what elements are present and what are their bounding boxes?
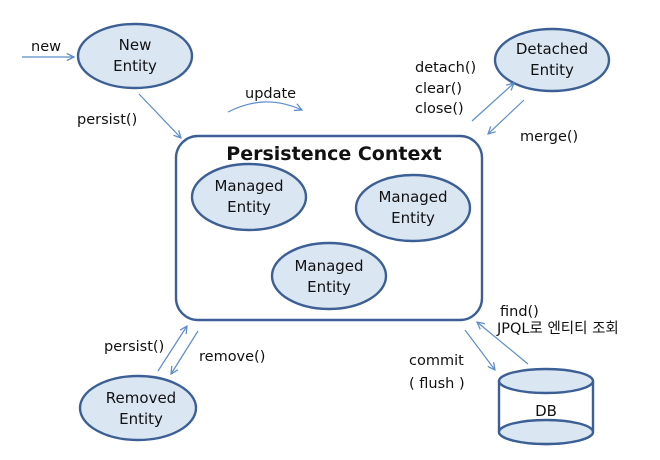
new-entity-label-line1: New: [119, 36, 152, 54]
db-cylinder: DB: [497, 367, 595, 446]
arrow-commit: [464, 329, 495, 370]
detached-entity-label-line1: Detached: [516, 40, 588, 58]
arrow-find: [477, 322, 529, 365]
label-persist-new: persist(): [77, 112, 137, 128]
managed-entity-1-label-line2: Entity: [227, 198, 271, 216]
label-persist-removed: persist(): [104, 339, 164, 355]
removed-entity-label-line2: Entity: [119, 410, 163, 428]
persistence-context-title: Persistence Context: [226, 143, 441, 165]
label-find: find(): [500, 304, 539, 320]
managed-entity-node-2: Managed Entity: [354, 173, 472, 243]
managed-entity-3-label-line2: Entity: [307, 278, 351, 296]
managed-entity-2-label-line1: Managed: [378, 188, 447, 206]
arrow-merge: [488, 99, 525, 134]
label-new: new: [31, 39, 61, 55]
label-clear: clear(): [415, 81, 462, 97]
removed-entity-label-line1: Removed: [106, 389, 176, 407]
label-jpql-query: JPQL로 엔티티 조회: [496, 320, 619, 337]
new-entity-node: New Entity: [76, 22, 194, 90]
label-remove: remove(): [199, 349, 265, 365]
db-label: DB: [535, 402, 557, 420]
arrow-update: [227, 101, 302, 113]
detached-entity-node: Detached Entity: [493, 27, 611, 93]
managed-entity-node-3: Managed Entity: [270, 241, 388, 311]
arrow-persist-to-context: [138, 93, 181, 138]
arrows: [22, 57, 529, 374]
label-commit: commit: [409, 353, 464, 369]
arrow-remove: [171, 330, 199, 374]
arrow-detach: [471, 83, 514, 122]
label-flush: ( flush ): [409, 376, 465, 392]
managed-entity-2-label-line2: Entity: [391, 209, 435, 227]
detached-entity-label-line2: Entity: [530, 61, 574, 79]
arrow-persist-from-removed: [157, 326, 187, 372]
removed-entity-node: Removed Entity: [78, 374, 198, 442]
label-close: close(): [415, 101, 464, 117]
label-update: update: [245, 86, 296, 102]
managed-entity-1-label-line1: Managed: [214, 177, 283, 195]
managed-entity-3-label-line1: Managed: [294, 257, 363, 275]
managed-entity-node-1: Managed Entity: [190, 162, 308, 232]
label-detach: detach(): [415, 60, 476, 76]
label-merge: merge(): [520, 129, 578, 145]
new-entity-label-line2: Entity: [113, 57, 157, 75]
